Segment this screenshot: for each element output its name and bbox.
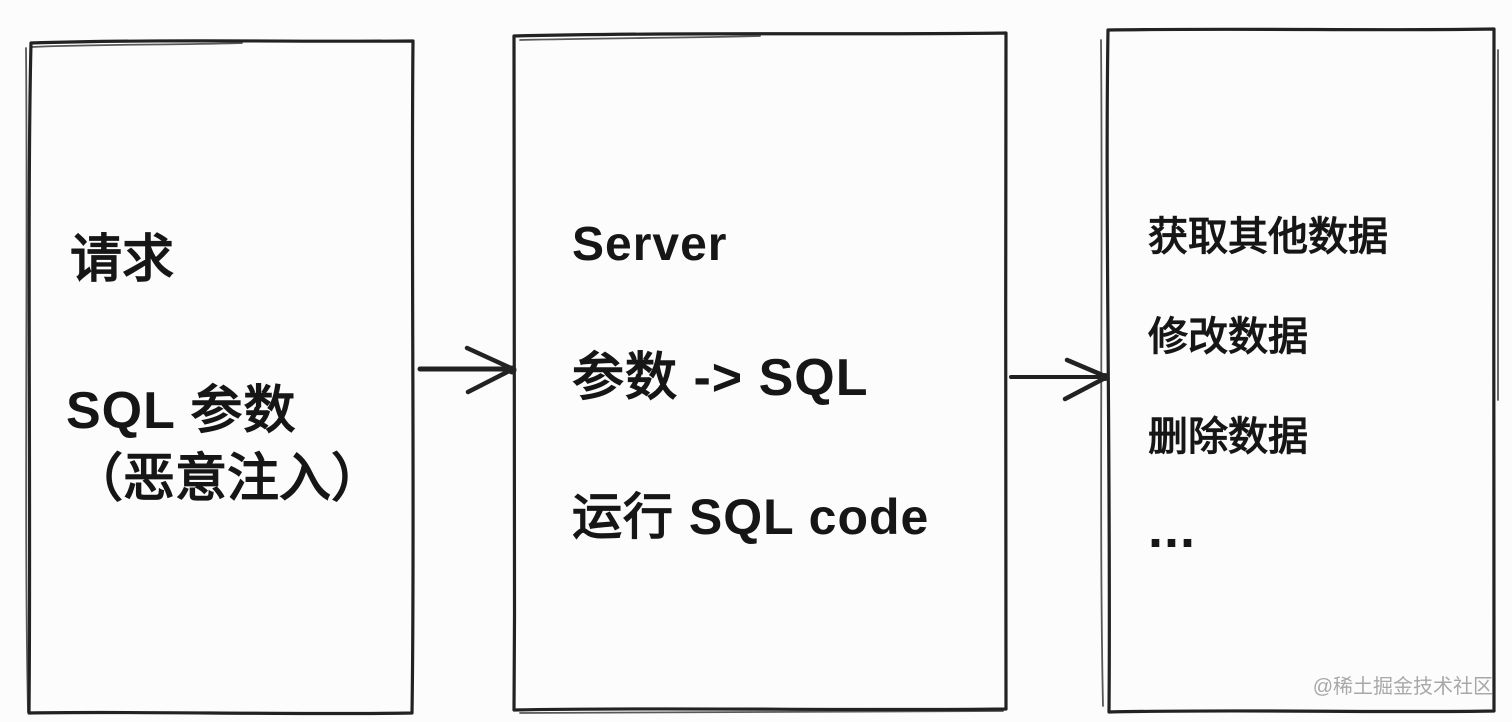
request-box-line-sql-params: SQL 参数: [66, 382, 297, 440]
request-box-line-malicious-injection: （恶意注入）: [71, 450, 384, 508]
server-box-sketch-accent-top: [519, 35, 761, 41]
arrow-request-to-server: [417, 345, 517, 395]
server-box-sketch-accent-bottom: [519, 710, 1004, 714]
server-box-line-run-sql-code: 运行 SQL code: [572, 489, 930, 545]
request-box-sketch-accent-top: [31, 42, 243, 48]
effects-box-line-delete-data: 删除数据: [1148, 415, 1308, 459]
effects-box-sketch-accent-left: [1100, 39, 1104, 707]
arrow-server-to-effects: [1009, 357, 1110, 402]
request-box-line-request: 请求: [70, 231, 175, 289]
watermark: @稀土掘金技术社区: [1312, 676, 1493, 698]
effects-box-line-ellipsis: ...: [1148, 499, 1197, 559]
effects-box-line-fetch-other-data: 获取其他数据: [1148, 215, 1388, 259]
effects-box-outline: [1105, 27, 1497, 714]
server-box-line-params-to-sql: 参数 -> SQL: [572, 349, 869, 407]
server-box-line-server: Server: [572, 218, 728, 271]
request-box-sketch-accent-left: [25, 47, 29, 713]
server-box-outline: [511, 31, 1009, 712]
effects-box-sketch-accent-right: [1496, 49, 1500, 401]
request-box-outline: [27, 39, 415, 716]
effects-box-line-modify-data: 修改数据: [1148, 315, 1308, 359]
